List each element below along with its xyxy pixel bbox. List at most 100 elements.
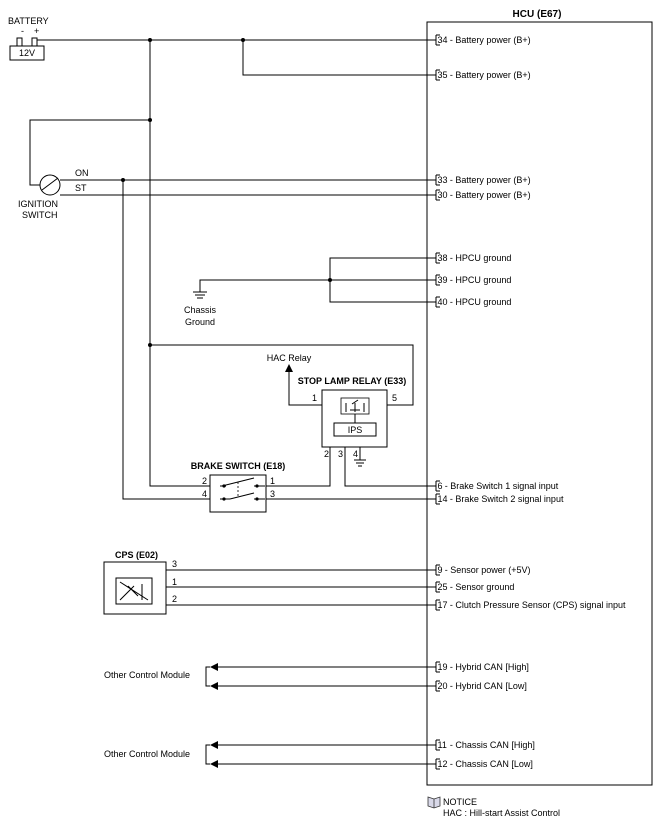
battery-voltage: 12V xyxy=(19,48,35,58)
hcu-pin-description: - Chassis CAN [High] xyxy=(450,740,535,750)
hcu-pin-desc-text: Brake Switch 2 signal input xyxy=(455,494,564,504)
ignition-label-2: SWITCH xyxy=(22,210,58,220)
hcu-pin-description: - Brake Switch 2 signal input xyxy=(450,494,564,504)
brake-pin-2: 2 xyxy=(202,476,207,486)
hcu-pin-number: 35 xyxy=(438,70,448,80)
hcu-pin-33: 33- Battery power (B+) xyxy=(435,174,531,186)
book-icon xyxy=(427,796,441,809)
brake-pin-1: 1 xyxy=(270,476,275,486)
battery-label: BATTERY xyxy=(8,16,49,26)
stop-lamp-relay: STOP LAMP RELAY (E33) 1 5 IPS 2 3 4 xyxy=(298,376,407,459)
notice-title: NOTICE xyxy=(443,797,477,807)
hcu-pin-19: 19- Hybrid CAN [High] xyxy=(435,661,529,673)
hcu-pin-20: 20- Hybrid CAN [Low] xyxy=(435,680,527,692)
hcu-pin-11: 11- Chassis CAN [High] xyxy=(435,739,535,751)
wiring xyxy=(29,39,436,768)
hcu-pin-number: 11 xyxy=(438,740,447,750)
brake-pin-3: 3 xyxy=(270,489,275,499)
ignition-label-1: IGNITION xyxy=(18,199,58,209)
cps-pin-1: 1 xyxy=(172,577,177,587)
hcu-pin-desc-text: HPCU ground xyxy=(455,275,511,285)
brake-switch: BRAKE SWITCH (E18) 2 4 1 3 xyxy=(191,461,286,513)
relay-pin-1: 1 xyxy=(312,393,317,403)
hcu-pin-number: 12 xyxy=(438,759,448,769)
hcu-pin-desc-text: Battery power (B+) xyxy=(455,70,530,80)
ignition-on-label: ON xyxy=(75,168,89,178)
other-control-module-2: Other Control Module xyxy=(104,749,190,759)
hcu-pin-desc-text: Brake Switch 1 signal input xyxy=(450,481,559,491)
hcu-pin-desc-text: Battery power (B+) xyxy=(455,190,530,200)
ignition-switch: ON ST IGNITION SWITCH xyxy=(18,168,89,220)
hcu-pin-desc-text: Chassis CAN [High] xyxy=(455,740,535,750)
chassis-ground: Chassis Ground xyxy=(184,291,217,327)
battery-plus: + xyxy=(34,26,39,36)
stop-lamp-relay-title: STOP LAMP RELAY (E33) xyxy=(298,376,407,386)
notice-text: HAC : Hill-start Assist Control xyxy=(443,808,560,818)
junction-dots xyxy=(121,38,332,347)
chassis-ground-line1: Chassis xyxy=(184,305,217,315)
hcu-pin-desc-text: Hybrid CAN [High] xyxy=(455,662,529,672)
hcu-pin-number: 9 xyxy=(438,565,443,575)
hcu-pin-desc-text: Battery power (B+) xyxy=(455,175,530,185)
hcu-pin-number: 33 xyxy=(438,175,448,185)
hcu-pin-desc-text: Sensor ground xyxy=(455,582,514,592)
hcu-pin-desc-text: Chassis CAN [Low] xyxy=(455,759,533,769)
battery: BATTERY - + 12V xyxy=(8,16,49,61)
hcu-pin-number: 17 xyxy=(438,600,448,610)
hcu-pin-number: 30 xyxy=(438,190,448,200)
hcu-pin-desc-text: HPCU ground xyxy=(455,253,511,263)
hcu-pin-14: 14- Brake Switch 2 signal input xyxy=(435,493,564,505)
other-control-module-1: Other Control Module xyxy=(104,670,190,680)
hcu-pin-desc-text: HPCU ground xyxy=(455,297,511,307)
notice: NOTICE HAC : Hill-start Assist Control xyxy=(427,796,560,818)
battery-minus: - xyxy=(21,26,24,36)
hcu-pin-number: 19 xyxy=(438,662,448,672)
hcu-pin-description: - Brake Switch 1 signal input xyxy=(445,481,559,491)
hcu-pin-number: 6 xyxy=(438,481,443,491)
hcu-module: HCU (E67) xyxy=(426,9,653,786)
hcu-pin-description: - Battery power (B+) xyxy=(450,35,531,45)
hcu-pin-39: 39- HPCU ground xyxy=(435,274,512,286)
brake-pin-4: 4 xyxy=(202,489,207,499)
hcu-pin-description: - Hybrid CAN [High] xyxy=(450,662,529,672)
hcu-pin-description: - Battery power (B+) xyxy=(450,70,531,80)
hcu-pin-desc-text: Battery power (B+) xyxy=(455,35,530,45)
cps-sensor: CPS (E02) 3 1 2 xyxy=(103,550,177,615)
hcu-pin-38: 38- HPCU ground xyxy=(435,252,511,264)
hcu-title: HCU (E67) xyxy=(513,9,562,20)
hcu-pin-description: - Battery power (B+) xyxy=(450,175,531,185)
hcu-pin-17: 17- Clutch Pressure Sensor (CPS) signal … xyxy=(435,599,626,611)
hcu-pin-number: 34 xyxy=(438,35,448,45)
hcu-pin-number: 38 xyxy=(438,253,448,263)
hcu-pin-number: 25 xyxy=(438,582,448,592)
hcu-pin-description: - Chassis CAN [Low] xyxy=(450,759,533,769)
hcu-pin-description: - Battery power (B+) xyxy=(450,190,531,200)
hcu-pin-40: 40- HPCU ground xyxy=(435,296,512,308)
relay-pin-5: 5 xyxy=(392,393,397,403)
hcu-pin-number: 20 xyxy=(438,681,448,691)
cps-pin-3: 3 xyxy=(172,559,177,569)
hcu-pin-12: 12- Chassis CAN [Low] xyxy=(435,758,533,770)
hcu-pin-description: - HPCU ground xyxy=(450,297,512,307)
chassis-ground-line2: Ground xyxy=(185,317,215,327)
hac-relay-label: HAC Relay xyxy=(267,353,312,363)
cps-title: CPS (E02) xyxy=(115,550,158,560)
hcu-pin-description: - Hybrid CAN [Low] xyxy=(450,681,527,691)
hcu-pin-34: 34- Battery power (B+) xyxy=(435,34,531,46)
relay-pin-3: 3 xyxy=(338,449,343,459)
relay-pin-2: 2 xyxy=(324,449,329,459)
hcu-pin-6: 6- Brake Switch 1 signal input xyxy=(435,480,559,492)
relay-pin-4: 4 xyxy=(353,449,358,459)
hcu-pin-desc-text: Hybrid CAN [Low] xyxy=(455,681,527,691)
ignition-st-label: ST xyxy=(75,183,87,193)
hcu-pin-30: 30- Battery power (B+) xyxy=(435,189,531,201)
relay-ips-label: IPS xyxy=(348,425,363,435)
hcu-pin-description: - Sensor power (+5V) xyxy=(445,565,531,575)
brake-switch-title: BRAKE SWITCH (E18) xyxy=(191,461,286,471)
hcu-pin-description: - HPCU ground xyxy=(450,275,512,285)
hcu-pin-desc-text: Sensor power (+5V) xyxy=(450,565,530,575)
hcu-pin-description: - Sensor ground xyxy=(450,582,515,592)
hcu-pin-description: - Clutch Pressure Sensor (CPS) signal in… xyxy=(450,600,626,610)
hcu-pin-35: 35- Battery power (B+) xyxy=(435,69,531,81)
